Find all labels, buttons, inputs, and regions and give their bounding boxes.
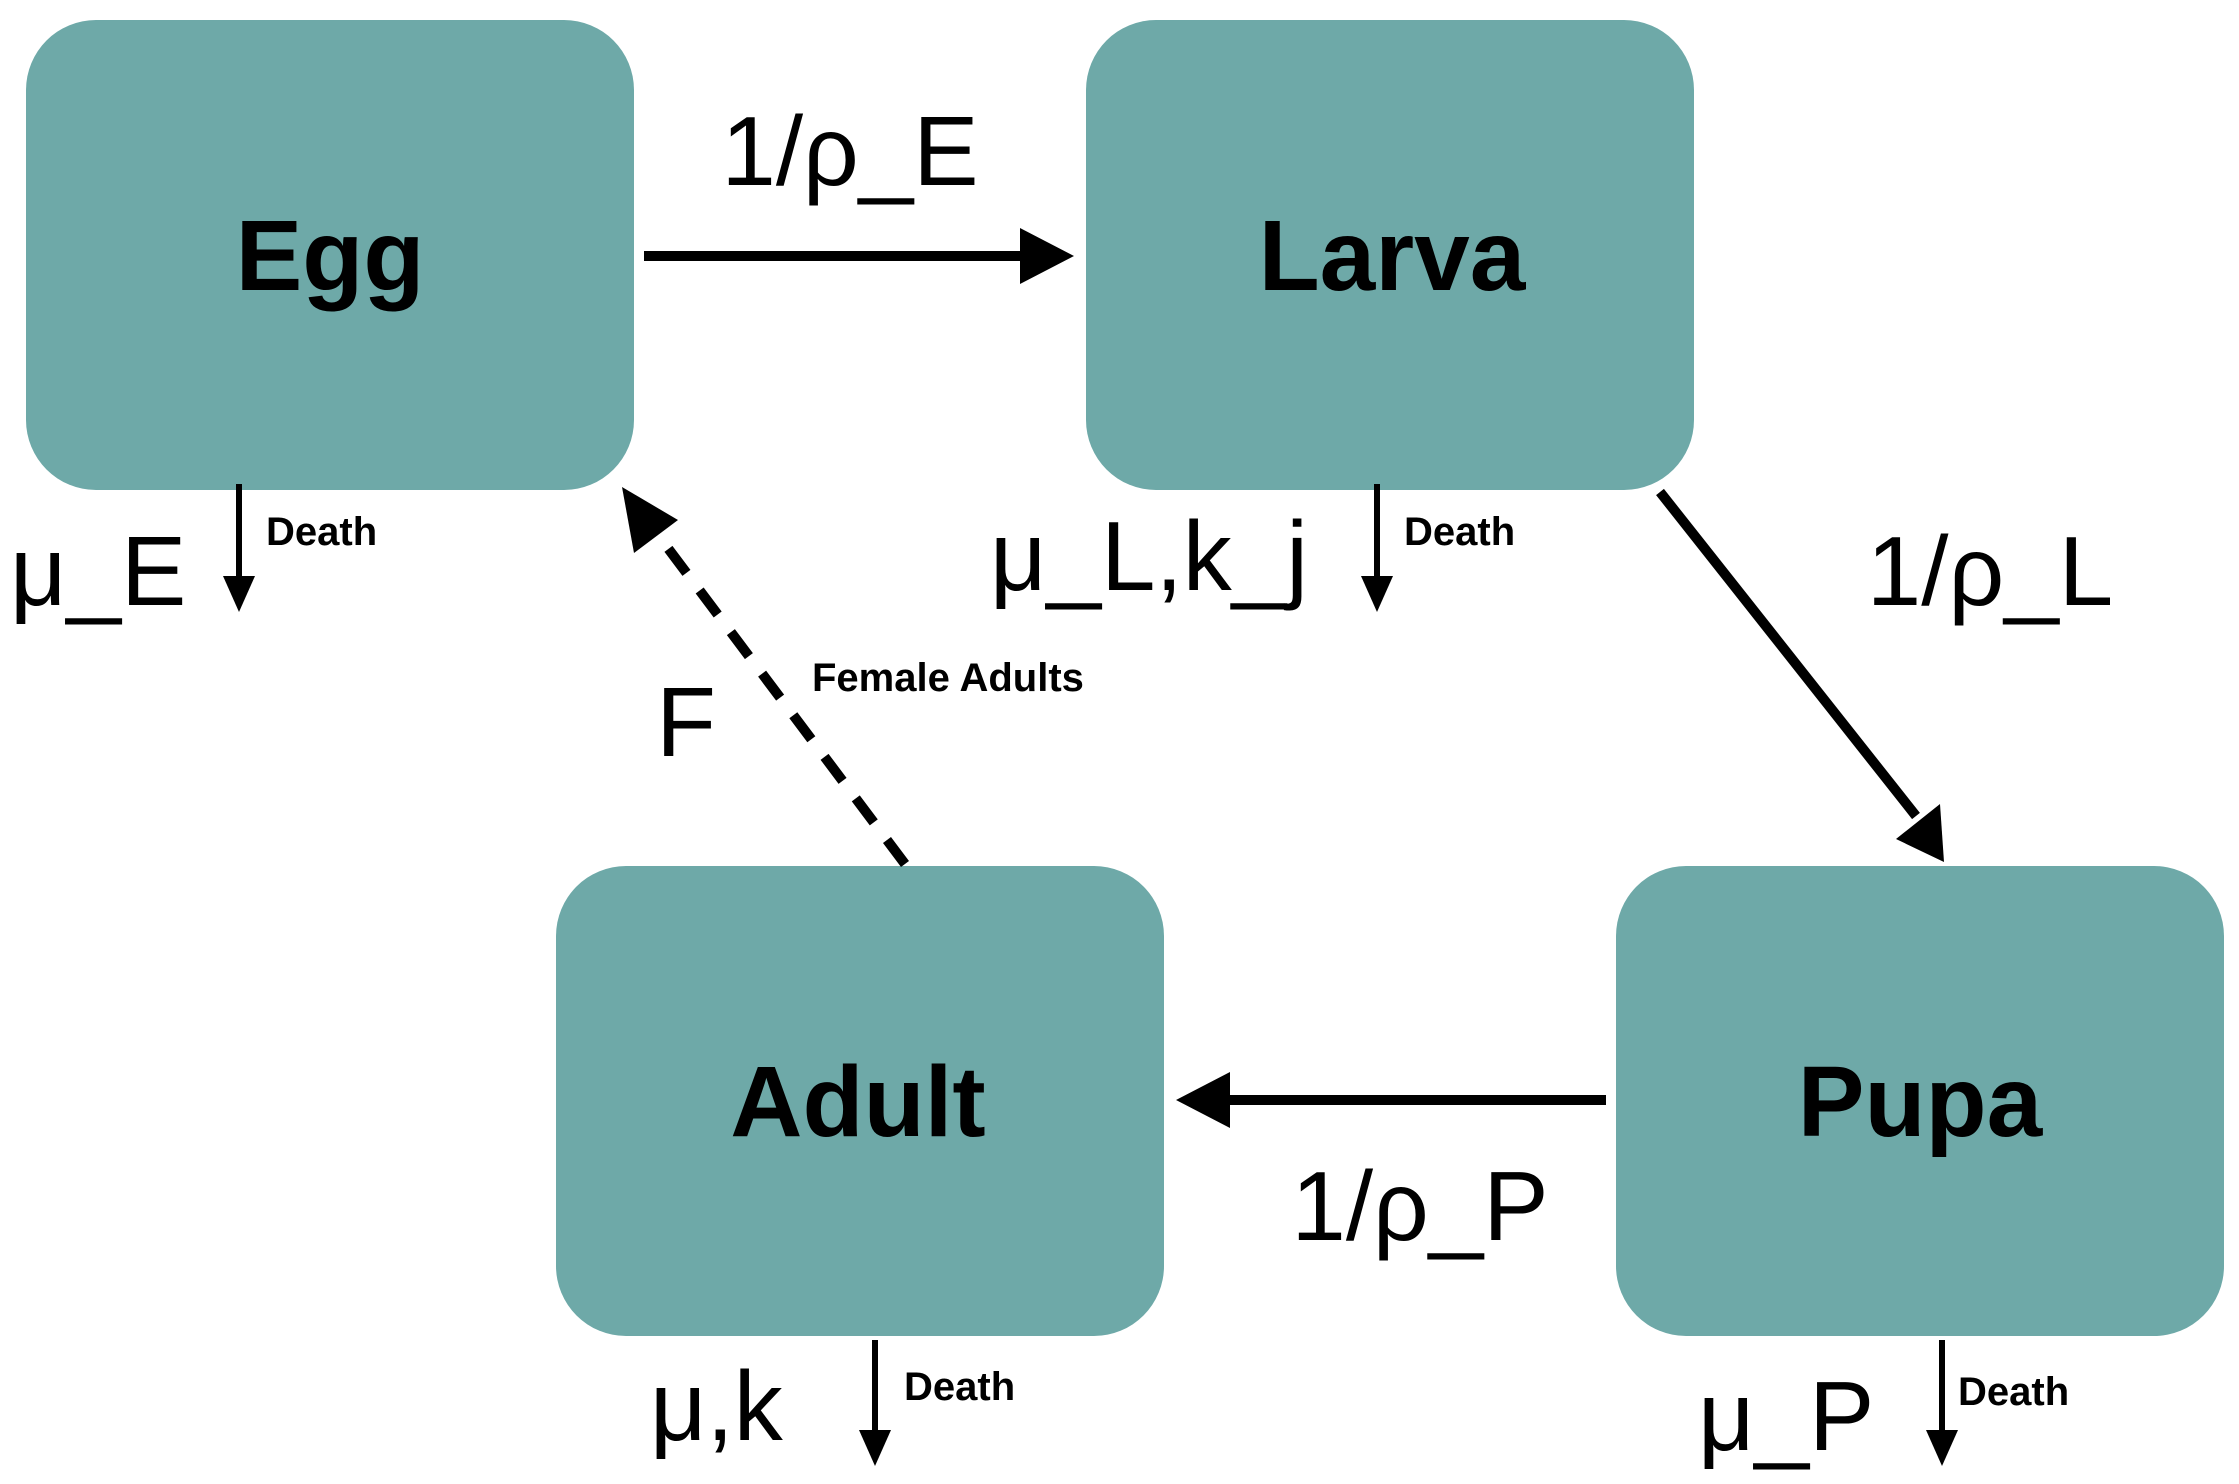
pupa-title: Pupa (1798, 1046, 2044, 1158)
pupa-death-label: Death (1958, 1370, 2069, 1414)
egg-stage: Egg (26, 20, 634, 490)
adult-box (556, 866, 1164, 1336)
pupa-stage: Pupa (1616, 866, 2224, 1336)
female-adults-label: Female Adults (812, 656, 1084, 700)
fecundity-label: F (656, 667, 716, 777)
larva-title: Larva (1259, 200, 1527, 312)
larva-to-pupa-rate: 1/ρ_L (1867, 516, 2113, 626)
larva-death-arrow (1361, 484, 1393, 612)
adult-to-egg-arrow (622, 487, 909, 868)
larva-box (1086, 20, 1694, 490)
egg-death-arrow (223, 484, 255, 612)
egg-death-label: Death (266, 510, 377, 554)
pupa-box (1616, 866, 2224, 1336)
egg-to-larva-arrow (644, 228, 1074, 284)
adult-death-label: Death (904, 1365, 1015, 1409)
larva-mortality-label: μ_L,k_j (990, 501, 1308, 611)
egg-to-larva-rate: 1/ρ_E (721, 96, 978, 206)
larva-stage: Larva (1086, 20, 1694, 490)
adult-title: Adult (730, 1046, 985, 1158)
pupa-to-adult-rate: 1/ρ_P (1291, 1151, 1548, 1261)
egg-title: Egg (236, 200, 425, 312)
egg-box (26, 20, 634, 490)
pupa-mortality-label: μ_P (1698, 1361, 1874, 1471)
adult-stage: Adult (556, 866, 1164, 1336)
adult-mortality-label: μ,k (650, 1351, 784, 1461)
pupa-to-adult-arrow (1176, 1072, 1606, 1128)
larva-death-label: Death (1404, 510, 1515, 554)
egg-mortality-label: μ_E (10, 516, 186, 626)
larva-to-pupa-arrow (1656, 488, 1944, 862)
adult-death-arrow (859, 1340, 891, 1466)
pupa-death-arrow (1926, 1340, 1958, 1466)
